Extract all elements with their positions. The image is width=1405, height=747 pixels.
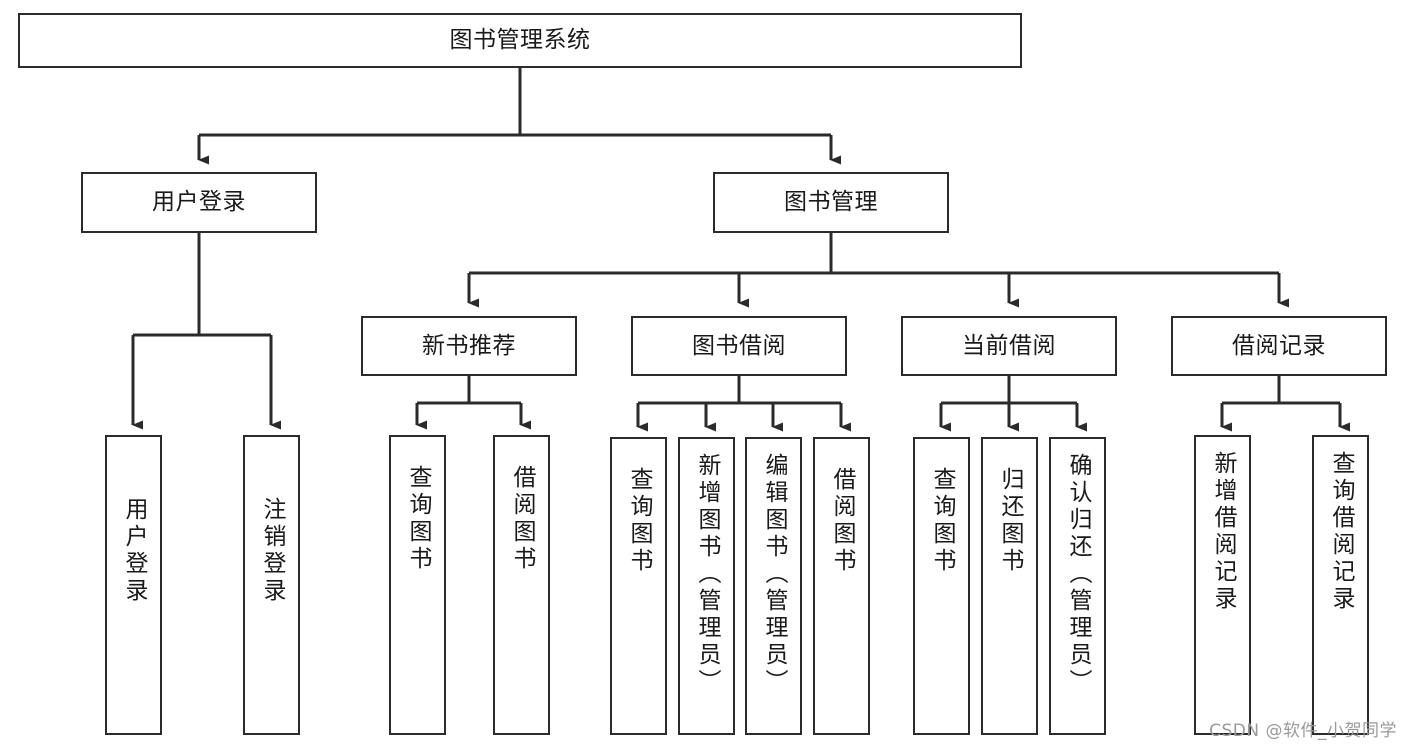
node-book-borrow[interactable]: 图书借阅 [631,316,847,376]
node-leaf-confirm-return-admin-label: 确认归还（管理员） [1065,453,1091,696]
node-borrow-record-label: 借阅记录 [1232,332,1326,359]
node-leaf-add-book-admin[interactable]: 新增图书（管理员） [678,437,735,735]
node-leaf-add-book-admin-label: 新增图书（管理员） [694,453,720,696]
node-leaf-return-book-label: 归还图书 [997,467,1023,575]
node-root-system[interactable]: 图书管理系统 [18,13,1022,68]
node-user-login-label: 用户登录 [152,189,246,216]
node-current-borrow[interactable]: 当前借阅 [901,316,1117,376]
node-book-borrow-label: 图书借阅 [692,332,786,359]
node-root-system-label: 图书管理系统 [449,27,591,54]
node-user-login[interactable]: 用户登录 [81,172,317,233]
node-new-book-recommend-label: 新书推荐 [422,332,516,359]
node-leaf-recommend-borrow-book-label: 借阅图书 [509,465,535,573]
node-leaf-edit-book-admin[interactable]: 编辑图书（管理员） [745,437,802,735]
node-leaf-add-borrow-record[interactable]: 新增借阅记录 [1194,435,1251,735]
node-leaf-borrow-query-book[interactable]: 查询图书 [610,437,667,735]
node-leaf-recommend-query-book[interactable]: 查询图书 [389,435,446,735]
node-new-book-recommend[interactable]: 新书推荐 [361,316,577,376]
node-current-borrow-label: 当前借阅 [962,332,1056,359]
node-book-management[interactable]: 图书管理 [713,172,949,233]
node-leaf-user-login-label: 用户登录 [121,497,147,605]
node-leaf-borrow-borrow-book[interactable]: 借阅图书 [813,437,870,735]
node-leaf-logout[interactable]: 注销登录 [243,435,300,735]
node-leaf-confirm-return-admin[interactable]: 确认归还（管理员） [1049,437,1106,735]
node-leaf-current-query-book[interactable]: 查询图书 [913,437,970,735]
node-leaf-current-query-book-label: 查询图书 [929,467,955,575]
node-leaf-recommend-borrow-book[interactable]: 借阅图书 [493,435,550,735]
node-leaf-query-borrow-record[interactable]: 查询借阅记录 [1312,435,1369,735]
node-leaf-user-login[interactable]: 用户登录 [105,435,162,735]
node-leaf-logout-label: 注销登录 [259,497,285,605]
node-leaf-query-borrow-record-label: 查询借阅记录 [1328,451,1354,613]
node-leaf-return-book[interactable]: 归还图书 [981,437,1038,735]
node-leaf-borrow-borrow-book-label: 借阅图书 [829,467,855,575]
node-book-management-label: 图书管理 [784,189,878,216]
node-leaf-add-borrow-record-label: 新增借阅记录 [1210,451,1236,613]
node-leaf-borrow-query-book-label: 查询图书 [626,467,652,575]
csdn-watermark: CSDN @软件_小贺同学 [1209,721,1397,741]
node-leaf-recommend-query-book-label: 查询图书 [405,465,431,573]
node-leaf-edit-book-admin-label: 编辑图书（管理员） [761,453,787,696]
node-borrow-record[interactable]: 借阅记录 [1171,316,1387,376]
